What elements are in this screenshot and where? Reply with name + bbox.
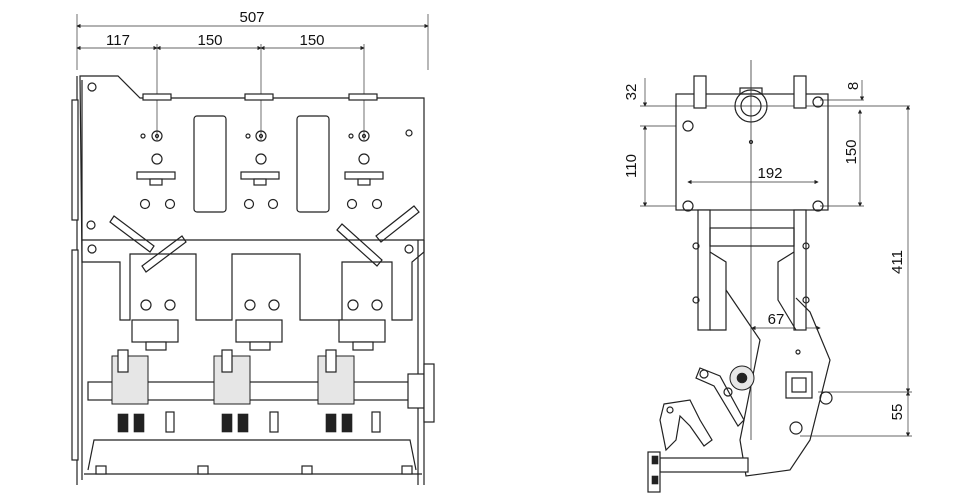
- lower-mechanisms: [117, 411, 381, 433]
- main-shaft: [87, 349, 435, 423]
- dim-lever-offset: 67: [768, 311, 785, 328]
- base-tray: [84, 439, 422, 475]
- window-slots: [193, 115, 330, 213]
- frame: [71, 75, 425, 485]
- diagonal-slots: [109, 205, 420, 273]
- pole-holes: [136, 130, 384, 311]
- dim-bracket-height-right: 150: [843, 139, 860, 164]
- dim-left-offset: 117: [106, 32, 130, 49]
- top-tabs: [142, 93, 378, 101]
- dim-overall-height: 411: [889, 250, 906, 274]
- dim-pitch-1: 150: [197, 32, 222, 49]
- dim-top-offset: 32: [623, 84, 640, 101]
- front-view: 507 117 150 150: [71, 9, 435, 485]
- dim-bottom-offset: 55: [889, 404, 906, 421]
- dim-overall-width: 507: [239, 9, 264, 26]
- support-columns: [692, 209, 810, 331]
- front-dimensions: 507 117 150 150: [76, 9, 429, 140]
- side-dimensions: 32 110 8 150 192 411 55 67: [623, 78, 912, 437]
- dim-bracket-height-left: 110: [623, 154, 640, 178]
- dim-pitch-2: 150: [299, 32, 324, 49]
- bottom-bar: [647, 451, 749, 493]
- contact-clamps: [131, 319, 386, 351]
- dim-top-small: 8: [845, 82, 862, 90]
- hook-latch: [659, 399, 713, 452]
- side-view: 32 110 8 150 192 411 55 67: [623, 60, 912, 493]
- dim-bracket-width: 192: [757, 165, 782, 182]
- spring-mechanism: [695, 365, 755, 427]
